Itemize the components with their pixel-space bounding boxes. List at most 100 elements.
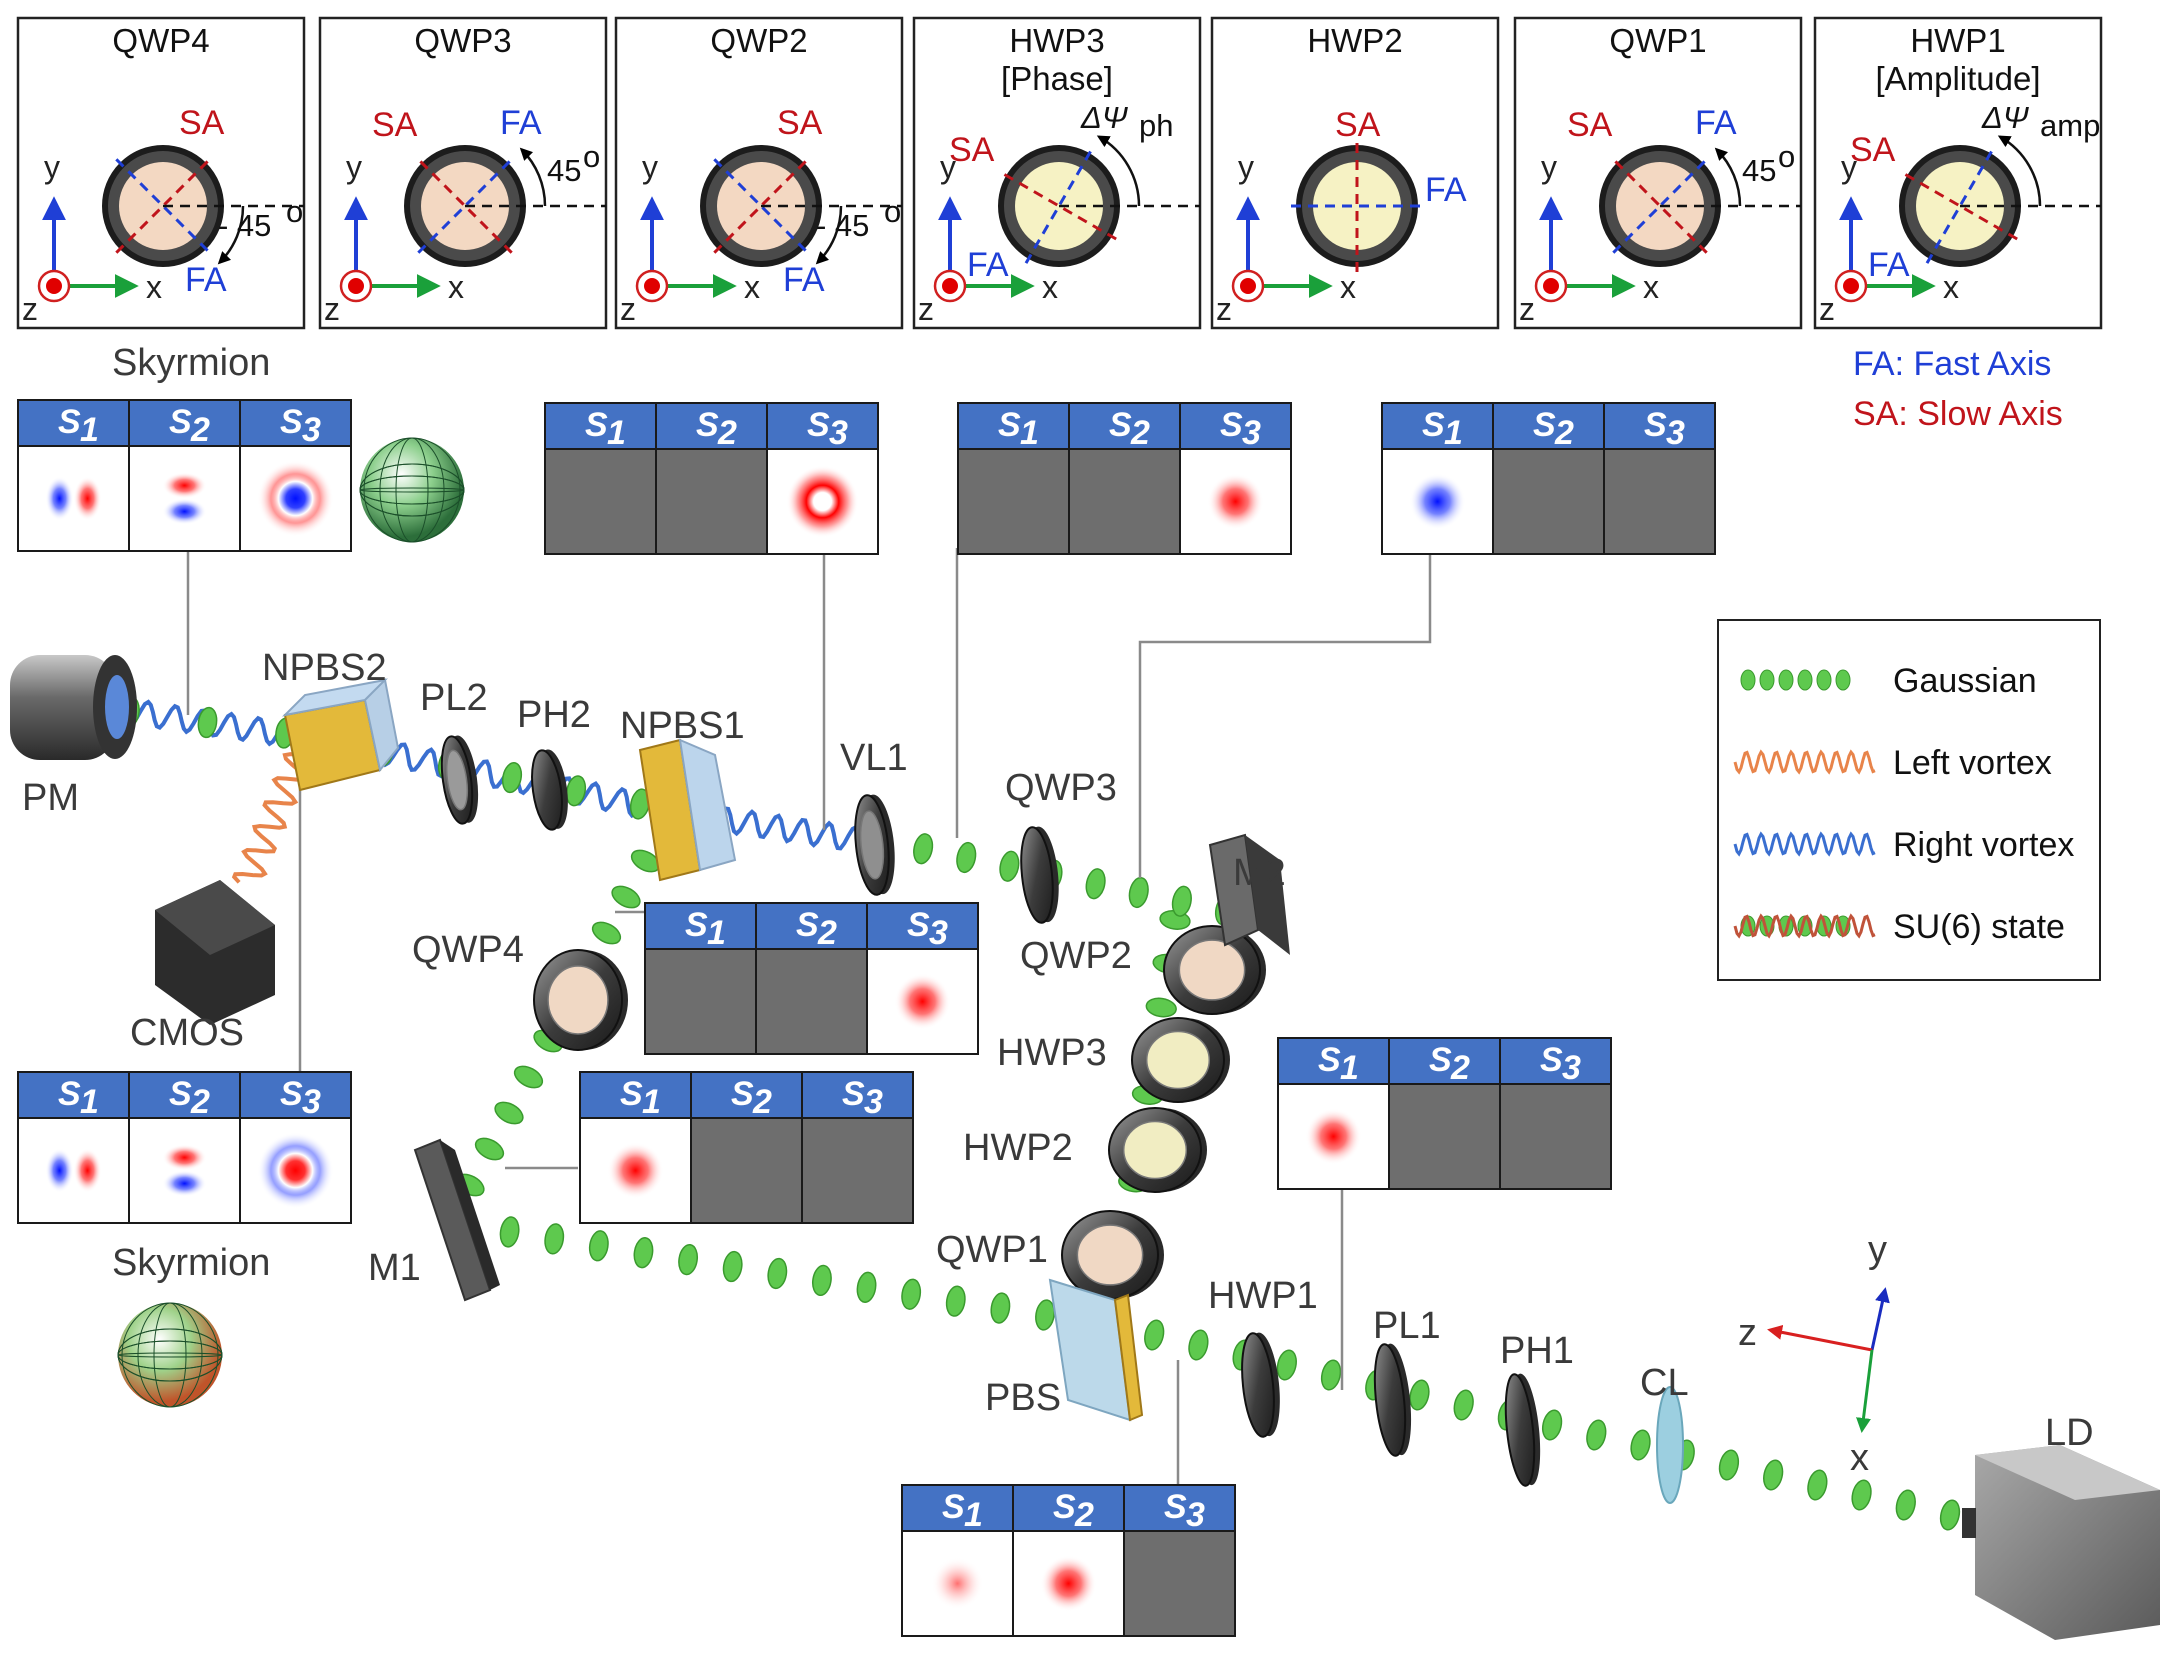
z-axis-label: z: [1216, 291, 1232, 327]
stokes-dipole-red: [162, 1144, 207, 1171]
legend-label: Right vortex: [1893, 826, 2074, 864]
slow-axis-label: SA: [1335, 106, 1381, 144]
panel-title: HWP2: [1307, 22, 1402, 59]
slow-axis-label: SA: [777, 104, 823, 142]
y-axis-label: y: [1541, 149, 1557, 185]
angle-label: 45: [547, 153, 581, 188]
z-axis-label: z: [22, 291, 38, 327]
gaussian-pulse: [1188, 1329, 1209, 1361]
gaussian-pulse: [499, 1216, 520, 1248]
stokes-dipole-red: [73, 476, 102, 521]
stokes-header-subscript: 3: [864, 1083, 883, 1121]
fast-axis-label: FA: [1695, 104, 1737, 142]
stokes-header-subscript: 1: [642, 1083, 661, 1121]
stokes-header-cell: [1388, 1037, 1501, 1085]
slow-axis-line: [417, 158, 513, 254]
stokes-header-subscript: 3: [302, 1083, 321, 1121]
mount-optic: [1122, 1120, 1188, 1180]
panel-title: QWP3: [414, 22, 511, 59]
stokes-dipole-blue: [162, 498, 207, 525]
z-axis-label: z: [324, 291, 340, 327]
pbs-edge: [1113, 1293, 1144, 1422]
panel-title: QWP4: [112, 22, 209, 59]
stokes-header-cell: [766, 402, 879, 450]
stokes-header-label: S: [1318, 1041, 1341, 1079]
npbs2-side: [363, 677, 400, 773]
z-axis-label: z: [1519, 291, 1535, 327]
stokes-ring-red: [257, 1132, 334, 1209]
gaussian-pulse: [913, 833, 934, 865]
stokes-header-label: S: [1429, 1041, 1452, 1079]
ld-label: LD: [2045, 1412, 2094, 1454]
lab-coordinate-axes: y z x: [1738, 1229, 1890, 1479]
stokes-image-cell: [655, 448, 768, 555]
gaussian-pulse: [1320, 1359, 1342, 1391]
stokes-header-cell: [1179, 402, 1292, 450]
legend-pulse: [1797, 669, 1813, 691]
stokes-header-cell: [866, 902, 979, 950]
angle-subscript: ph: [1139, 108, 1173, 143]
mount-optic: [1145, 1030, 1211, 1090]
stokes-header-subscript: 2: [717, 414, 737, 452]
gaussian-pulse: [474, 1137, 505, 1161]
gaussian-pulse: [494, 1101, 524, 1125]
pl1-lens: [1373, 1343, 1412, 1457]
stokes-header-subscript: 1: [707, 914, 726, 952]
skyrmion-sphere-bottom: [117, 1302, 223, 1408]
mount-optic: [445, 749, 469, 811]
cmos-top: [155, 880, 275, 955]
stokes-dipole-blue: [162, 1170, 207, 1197]
legend-pulse: [1816, 669, 1832, 691]
pl2-label: PL2: [420, 677, 488, 719]
stokes-header-subscript: 2: [190, 411, 210, 449]
y-axis-label: y: [1841, 149, 1857, 185]
mount-front: [531, 749, 563, 831]
gaussian-pulse: [1807, 1469, 1828, 1501]
x-axis-label: x: [448, 269, 464, 305]
npbs2-label: NPBS2: [262, 647, 387, 689]
stokes-header-subscript: 2: [1130, 414, 1150, 452]
stokes-header-label: S: [1053, 1488, 1076, 1526]
stokes-header-label: S: [1422, 406, 1445, 444]
angle-arc: [1997, 135, 2042, 207]
gaussian-pulse: [197, 706, 218, 739]
qwp3-label: QWP3: [1005, 767, 1117, 809]
stokes-header-label: S: [807, 406, 830, 444]
qwp1-label: QWP1: [936, 1229, 1048, 1271]
leader-lines: [186, 548, 1432, 1485]
hwp3-label: HWP3: [997, 1032, 1107, 1074]
z-axis-dot: [1240, 278, 1256, 294]
stokes-header-subscript: 3: [1242, 414, 1261, 452]
stokes-spot-red: [894, 973, 951, 1030]
gaussian-pulse: [1144, 1319, 1165, 1351]
stokes-header-subscript: 2: [1554, 414, 1574, 452]
legend-wave: [1733, 913, 1876, 939]
gaussian-pulse: [856, 1271, 877, 1303]
x-axis-label: x: [146, 269, 162, 305]
gaussian-pulse: [1035, 1299, 1055, 1331]
z-axis-dot: [644, 278, 660, 294]
stokes-dipole-blue: [45, 1148, 74, 1193]
stokes-header-subscript: 2: [1074, 1496, 1094, 1534]
slow-axis-note: SA: Slow Axis: [1853, 395, 2063, 433]
stokes-header-subscript: 2: [190, 1083, 210, 1121]
y-axis-label: y: [346, 149, 362, 185]
mount-front: [1373, 1343, 1407, 1457]
npbs2-front: [283, 698, 382, 792]
gaussian-pulse: [945, 1285, 966, 1317]
legend-item-su6: SU(6) state: [1733, 908, 2065, 946]
x-axis-label: x: [1042, 269, 1058, 305]
z-axis-label: z: [918, 291, 934, 327]
gaussian-pulse: [1171, 885, 1192, 917]
stokes-spot-faint: [931, 1557, 984, 1610]
gaussian-pulse: [501, 762, 523, 794]
